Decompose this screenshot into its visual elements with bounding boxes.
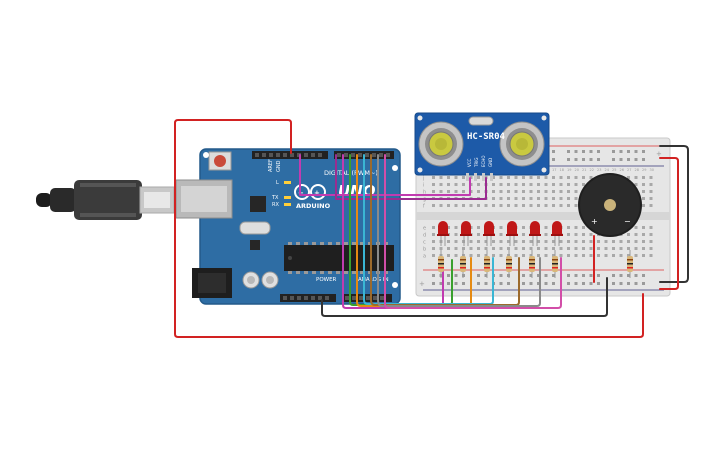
wires xyxy=(174,119,689,338)
aref-label: AREF xyxy=(268,159,274,172)
column-number: 17 xyxy=(552,168,556,172)
led-icon[interactable] xyxy=(460,221,472,246)
column-number: 18 xyxy=(560,168,564,172)
column-number: 25 xyxy=(612,168,616,172)
led-icon[interactable] xyxy=(483,221,495,246)
column-number: 21 xyxy=(582,168,586,172)
usb-cable-icon[interactable] xyxy=(36,180,175,220)
led-icon[interactable] xyxy=(437,221,449,246)
column-number: 28 xyxy=(635,168,639,172)
led-icon[interactable] xyxy=(529,221,541,246)
column-number: 22 xyxy=(590,168,594,172)
row-letter: f xyxy=(423,204,425,210)
buzzer-icon[interactable]: + − xyxy=(578,173,642,237)
wire-black-rail-jump[interactable] xyxy=(659,145,689,283)
wire-red-5v-loop[interactable] xyxy=(174,119,644,338)
wire-magenta-echo[interactable] xyxy=(335,154,487,200)
reset-button-icon[interactable] xyxy=(208,151,232,171)
wire-pink-led7[interactable] xyxy=(384,154,562,309)
row-letter: h xyxy=(423,190,426,196)
rx-label: RX xyxy=(272,202,279,208)
resistor-icon[interactable] xyxy=(627,250,633,278)
column-number: 27 xyxy=(627,168,631,172)
column-number: 23 xyxy=(597,168,601,172)
sensor-model-label: HC-SR04 xyxy=(467,132,506,142)
resistor-group xyxy=(438,250,633,278)
resistor-icon[interactable] xyxy=(438,250,444,278)
column-number: 26 xyxy=(620,168,624,172)
analog-in-label: ANALOG IN xyxy=(358,277,389,283)
l-led-label: L xyxy=(276,180,279,186)
row-letter: a xyxy=(423,254,426,260)
sensor-pin-gnd: GND xyxy=(488,158,493,167)
gnd-label: GND xyxy=(276,160,282,172)
tx-label: TX xyxy=(271,195,279,201)
resistor-icon[interactable] xyxy=(484,250,490,278)
column-number: 24 xyxy=(605,168,610,172)
resistor-icon[interactable] xyxy=(552,250,558,278)
row-letter: i xyxy=(423,183,424,189)
resistor-icon[interactable] xyxy=(506,250,512,278)
led-group xyxy=(437,221,563,246)
row-letter: c xyxy=(423,240,426,246)
rail-plus-top: + xyxy=(656,150,662,158)
resistor-icon[interactable] xyxy=(529,250,535,278)
row-letter: j xyxy=(422,176,424,182)
arduino-board[interactable]: AREF GND DIGITAL (PWM~) L TX RX − + UNO … xyxy=(175,148,401,305)
resistor-icon[interactable] xyxy=(460,250,466,278)
buzzer-plus-label: + xyxy=(591,217,598,226)
svg-text:+: + xyxy=(314,189,320,197)
row-letter: e xyxy=(423,226,426,232)
buzzer-minus-label: − xyxy=(624,217,631,226)
sensor-pin-vcc: VCC xyxy=(467,158,472,167)
column-number: 29 xyxy=(642,168,646,172)
column-number: 30 xyxy=(650,168,654,172)
led-icon[interactable] xyxy=(506,221,518,246)
led-icon[interactable] xyxy=(551,221,563,246)
rail-plus-bottom: + xyxy=(419,280,425,288)
wire-red-rail-jump[interactable] xyxy=(659,157,679,290)
wire-gray-led6[interactable] xyxy=(377,154,541,307)
sensor-pin-echo: ECHO xyxy=(481,156,486,167)
ultrasonic-sensor-icon[interactable]: HC-SR04 VCC TRIG ECHO GND xyxy=(414,112,550,181)
power-label: POWER xyxy=(316,277,337,283)
arduino-brand-label: ARDUINO xyxy=(296,202,331,210)
row-letter: d xyxy=(423,233,426,239)
sensor-pin-trig: TRIG xyxy=(474,157,479,168)
row-letter: b xyxy=(423,247,426,253)
column-number: 19 xyxy=(567,168,571,172)
wire-black-gnd-right[interactable] xyxy=(321,277,608,317)
column-number: 20 xyxy=(575,168,579,172)
